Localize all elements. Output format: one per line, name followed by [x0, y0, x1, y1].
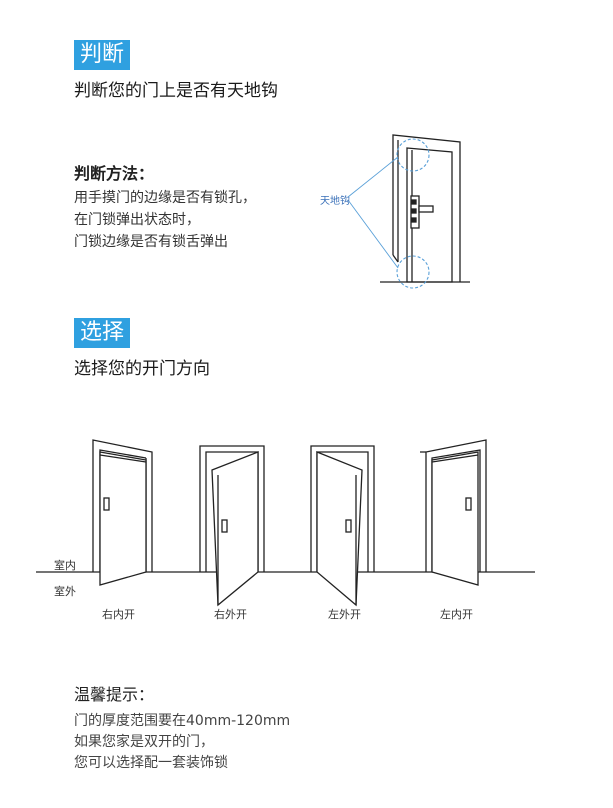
door-left-outward	[310, 445, 375, 607]
door-caption-3: 左外开	[328, 608, 361, 621]
tip-line-1: 门的厚度范围要在40mm-120mm	[74, 713, 291, 729]
tips-title: 温馨提示：	[74, 685, 155, 704]
judge-subtitle: 判断您的门上是否有天地钩	[74, 81, 278, 101]
outdoor-label: 室外	[54, 585, 76, 598]
callout-label: 天地钩	[320, 196, 350, 207]
method-line-1: 用手摸门的边缘是否有锁孔，	[74, 190, 256, 206]
method-title: 判断方法：	[74, 164, 155, 183]
indoor-label: 室内	[54, 559, 76, 572]
section-tag-judge: 判断	[74, 40, 131, 70]
method-line-2: 在门锁弹出状态时，	[74, 212, 200, 228]
door-left-inward	[420, 439, 487, 586]
door-caption-1: 右内开	[102, 608, 135, 621]
tip-line-3: 您可以选择配一套装饰锁	[74, 755, 228, 771]
door-right-outward	[199, 445, 265, 607]
door-caption-4: 左内开	[440, 608, 473, 621]
method-line-3: 门锁边缘是否有锁舌弹出	[74, 234, 228, 250]
section-tag-choose: 选择	[74, 318, 131, 348]
choose-subtitle: 选择您的开门方向	[74, 359, 210, 379]
tip-line-2: 如果您家是双开的门，	[74, 734, 214, 750]
door-caption-2: 右外开	[214, 608, 247, 621]
door-right-inward	[92, 439, 153, 586]
